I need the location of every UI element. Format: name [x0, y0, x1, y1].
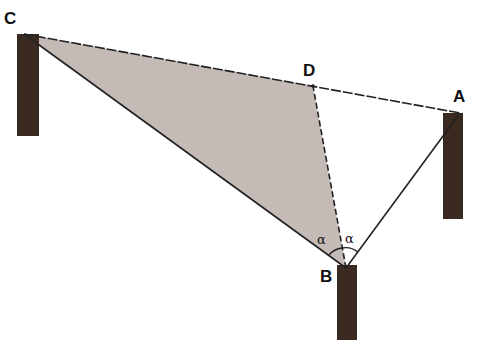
shaded-triangle [24, 34, 346, 268]
angle-arc-right [342, 248, 358, 252]
angle-label: α [345, 232, 354, 245]
line-bd [313, 86, 346, 268]
vertex-label: B [320, 268, 332, 285]
post-b [337, 265, 357, 340]
post-c [17, 34, 39, 136]
point-d [311, 84, 315, 88]
angle-label: α [317, 233, 326, 246]
vertex-label: A [453, 88, 465, 105]
line-ca [24, 34, 460, 113]
angle-arc-left [329, 248, 342, 255]
vertex-label: D [303, 62, 315, 79]
vertex-label: C [4, 10, 16, 27]
line-cb [24, 34, 346, 268]
post-a [443, 113, 463, 219]
line-ba [346, 113, 460, 268]
